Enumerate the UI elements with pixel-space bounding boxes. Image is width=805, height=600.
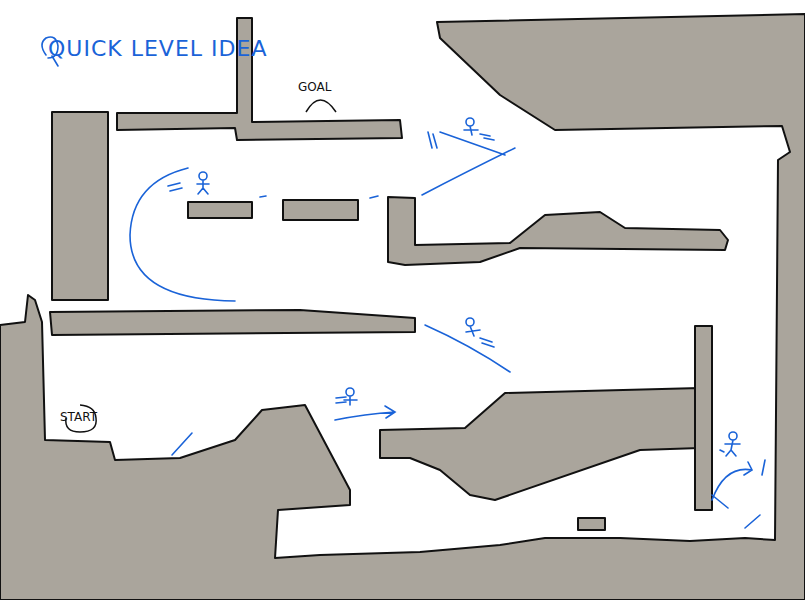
left-pillar — [52, 112, 108, 300]
player-figure — [197, 172, 209, 194]
outer-rock — [0, 14, 805, 600]
sketch-title: QUICK LEVEL IDEA — [48, 36, 267, 61]
start-stroke — [172, 433, 192, 455]
player-figure — [720, 432, 740, 456]
dash-platform — [283, 200, 358, 220]
dash-platform — [188, 202, 252, 218]
start-label: START — [60, 410, 97, 424]
wall-jump — [712, 460, 765, 528]
small-block — [578, 518, 605, 530]
lower-mass — [380, 388, 700, 500]
long-platform — [50, 310, 415, 335]
motion-ticks — [168, 183, 378, 198]
slope-line — [425, 318, 510, 372]
mid-ledge — [388, 197, 728, 265]
slide-line — [422, 132, 515, 195]
goal-label: GOAL — [298, 80, 331, 94]
player-figure — [464, 118, 494, 140]
goal-arch — [306, 100, 336, 112]
right-pillar — [695, 326, 712, 510]
dash-arrow — [335, 388, 395, 420]
